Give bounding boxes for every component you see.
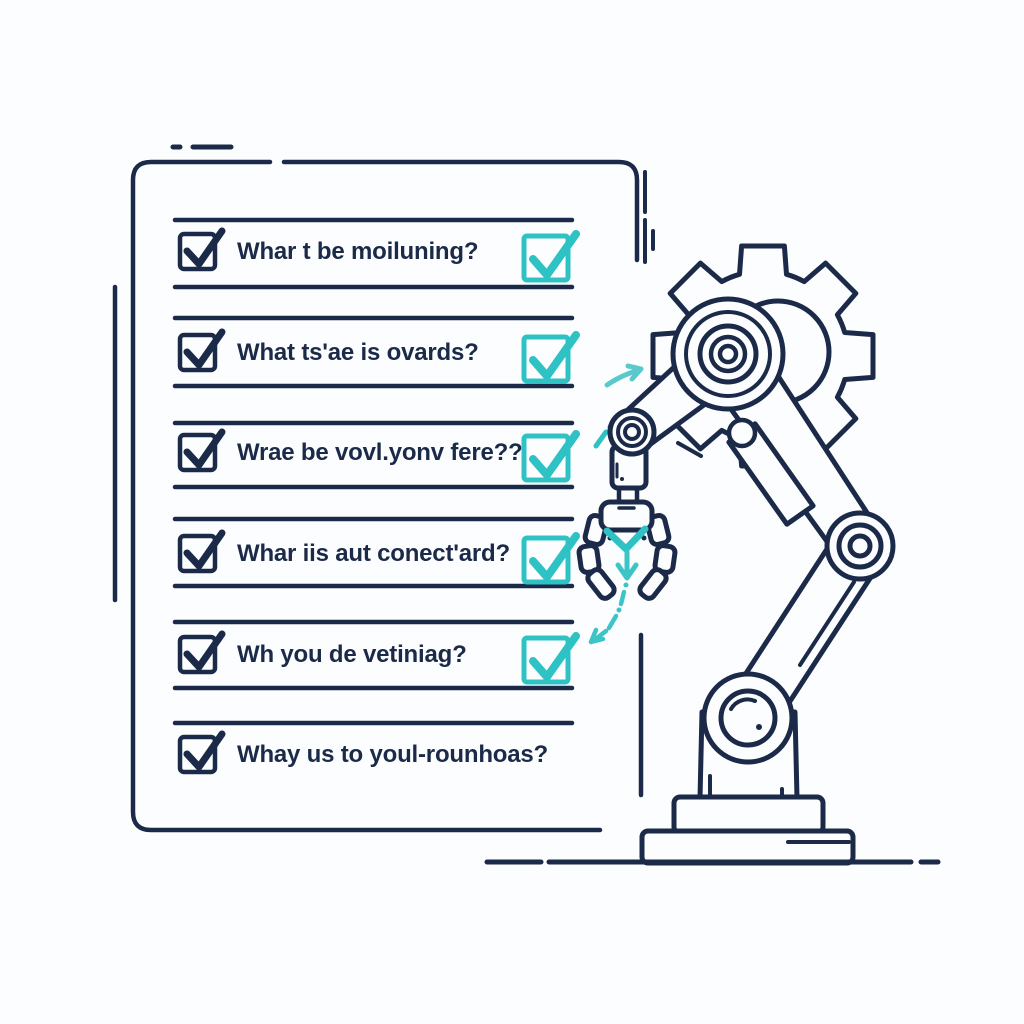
check-icon — [183, 730, 226, 771]
checkbox-right-5[interactable] — [521, 632, 580, 685]
check-icon — [183, 428, 226, 469]
base-joint — [701, 671, 795, 765]
check-icon — [183, 630, 226, 671]
base-tier-1 — [671, 794, 826, 836]
checkbox-right-4[interactable] — [521, 532, 580, 585]
flow-arrows — [588, 363, 649, 645]
check-icon — [529, 532, 580, 581]
sheet-right-dashes — [643, 170, 655, 264]
robot-arm — [484, 243, 941, 866]
checklist-sheet — [112, 144, 655, 833]
checkbox-left-3[interactable] — [177, 428, 226, 473]
checklist-item-label: What ts'ae is ovards? — [237, 339, 479, 366]
finger-left — [576, 513, 617, 601]
checkbox-left-4[interactable] — [177, 529, 226, 574]
checklist-item-label: Wh you de vetiniag? — [237, 641, 467, 668]
chevron-down-icon — [603, 525, 649, 553]
checklist-item-label: Wrae be vovl.yonv fere?? — [237, 439, 523, 466]
ruled-lines — [172, 217, 575, 726]
gripper-palm — [598, 499, 655, 533]
left-checkboxes — [177, 227, 226, 775]
check-icon — [529, 632, 580, 681]
wrist-joint — [607, 407, 657, 457]
checkbox-right-2[interactable] — [521, 331, 580, 384]
checkbox-left-6[interactable] — [177, 730, 226, 775]
check-icon — [183, 227, 226, 268]
arrow-to-gear-icon — [604, 363, 644, 388]
link-pivot — [726, 417, 758, 449]
checkbox-right-3[interactable] — [521, 418, 617, 483]
checkbox-left-5[interactable] — [177, 630, 226, 675]
arm-highlight-line — [798, 580, 856, 667]
checkbox-right-1[interactable] — [521, 230, 580, 283]
arm-dash — [676, 441, 703, 458]
check-icon — [183, 328, 226, 369]
dashed-arrow-down-left — [588, 582, 629, 645]
checklist-item-label: Whar t be moiluning? — [237, 238, 479, 265]
check-icon — [529, 331, 580, 380]
base-tier-2 — [639, 828, 856, 866]
arrow-down-icon — [615, 549, 639, 581]
check-icon — [529, 430, 580, 479]
check-icon — [183, 529, 226, 570]
elbow-joint — [824, 510, 896, 582]
checkbox-left-2[interactable] — [177, 328, 226, 373]
gripper-claw — [576, 407, 678, 601]
checklist-item-label: Whar iis aut conect'ard? — [237, 540, 510, 567]
check-icon — [529, 230, 580, 279]
checkbox-left-1[interactable] — [177, 227, 226, 272]
finger-right — [637, 513, 678, 601]
right-checkboxes — [521, 230, 617, 685]
checklist-item-label: Whay us to youl-rounhoas? — [237, 741, 548, 768]
shoulder-joint — [670, 296, 786, 412]
